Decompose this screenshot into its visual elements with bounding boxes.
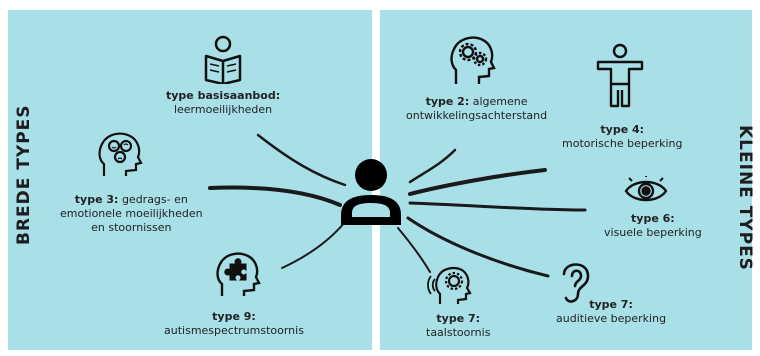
head-with-puzzle-icon — [214, 250, 262, 302]
node-t3-sub-3: en stoornissen — [91, 221, 172, 234]
line-t9 — [281, 221, 346, 269]
node-t7b-title: type 7: — [436, 312, 481, 325]
person-reading-book-icon — [200, 34, 246, 88]
node-t6-label: type 6: visuele beperking — [604, 212, 702, 240]
node-t7b-label: type 7: taalstoornis — [426, 312, 490, 340]
right-panel — [380, 10, 752, 350]
node-t9-title: type 9: — [212, 310, 256, 323]
node-t2-title: type 2: — [425, 95, 470, 108]
node-t7a-title: type 7: — [589, 298, 633, 311]
node-t4-label: type 4: motorische beperking — [562, 123, 682, 151]
node-t4-title: type 4: — [600, 123, 645, 136]
line-basis — [256, 133, 347, 187]
node-t3-sub-1: gedrags- en — [121, 193, 188, 206]
line-t4 — [408, 168, 547, 196]
person-standing-icon — [596, 42, 644, 112]
head-with-speech-icon — [426, 262, 472, 310]
node-t7b-subtitle: taalstoornis — [426, 326, 491, 339]
node-basis-title: type basisaanbod: — [166, 89, 281, 102]
node-t2-sub-2: ontwikkelingsachterstand — [406, 109, 548, 122]
node-t3-title: type 3: — [74, 193, 119, 206]
node-t9-label: type 9: autismespectrumstoornis — [164, 310, 304, 338]
person-user-icon — [338, 155, 404, 231]
eye-icon — [624, 173, 668, 210]
left-panel — [8, 10, 372, 350]
head-with-gears-icon — [448, 34, 498, 90]
node-t7a-label: type 7: auditieve beperking — [556, 298, 666, 326]
node-t9-subtitle: autismespectrumstoornis — [164, 324, 304, 337]
node-basis-subtitle: leermoeilijkheden — [173, 103, 273, 116]
line-t2 — [408, 148, 457, 184]
node-t6-subtitle: visuele beperking — [604, 226, 702, 239]
head-with-faces-icon — [96, 130, 144, 184]
ear-icon — [558, 256, 594, 310]
node-t3-label: type 3: gedrags- en emotionele moeilijkh… — [60, 193, 203, 235]
line-t6 — [408, 201, 587, 212]
node-t7a-subtitle: auditieve beperking — [556, 312, 667, 325]
node-t2-sub-1: algemene — [472, 95, 528, 108]
node-t3-sub-2: emotionele moeilijkheden — [60, 207, 203, 220]
node-t4-subtitle: motorische beperking — [562, 137, 683, 150]
line-t7a — [406, 216, 550, 278]
line-t3 — [208, 185, 342, 207]
line-t7b — [397, 227, 431, 273]
node-t2-label: type 2: algemene ontwikkelingsachterstan… — [406, 95, 547, 123]
node-basis-label: type basisaanbod: leermoeilijkheden — [166, 89, 280, 117]
node-t6-title: type 6: — [631, 212, 675, 225]
